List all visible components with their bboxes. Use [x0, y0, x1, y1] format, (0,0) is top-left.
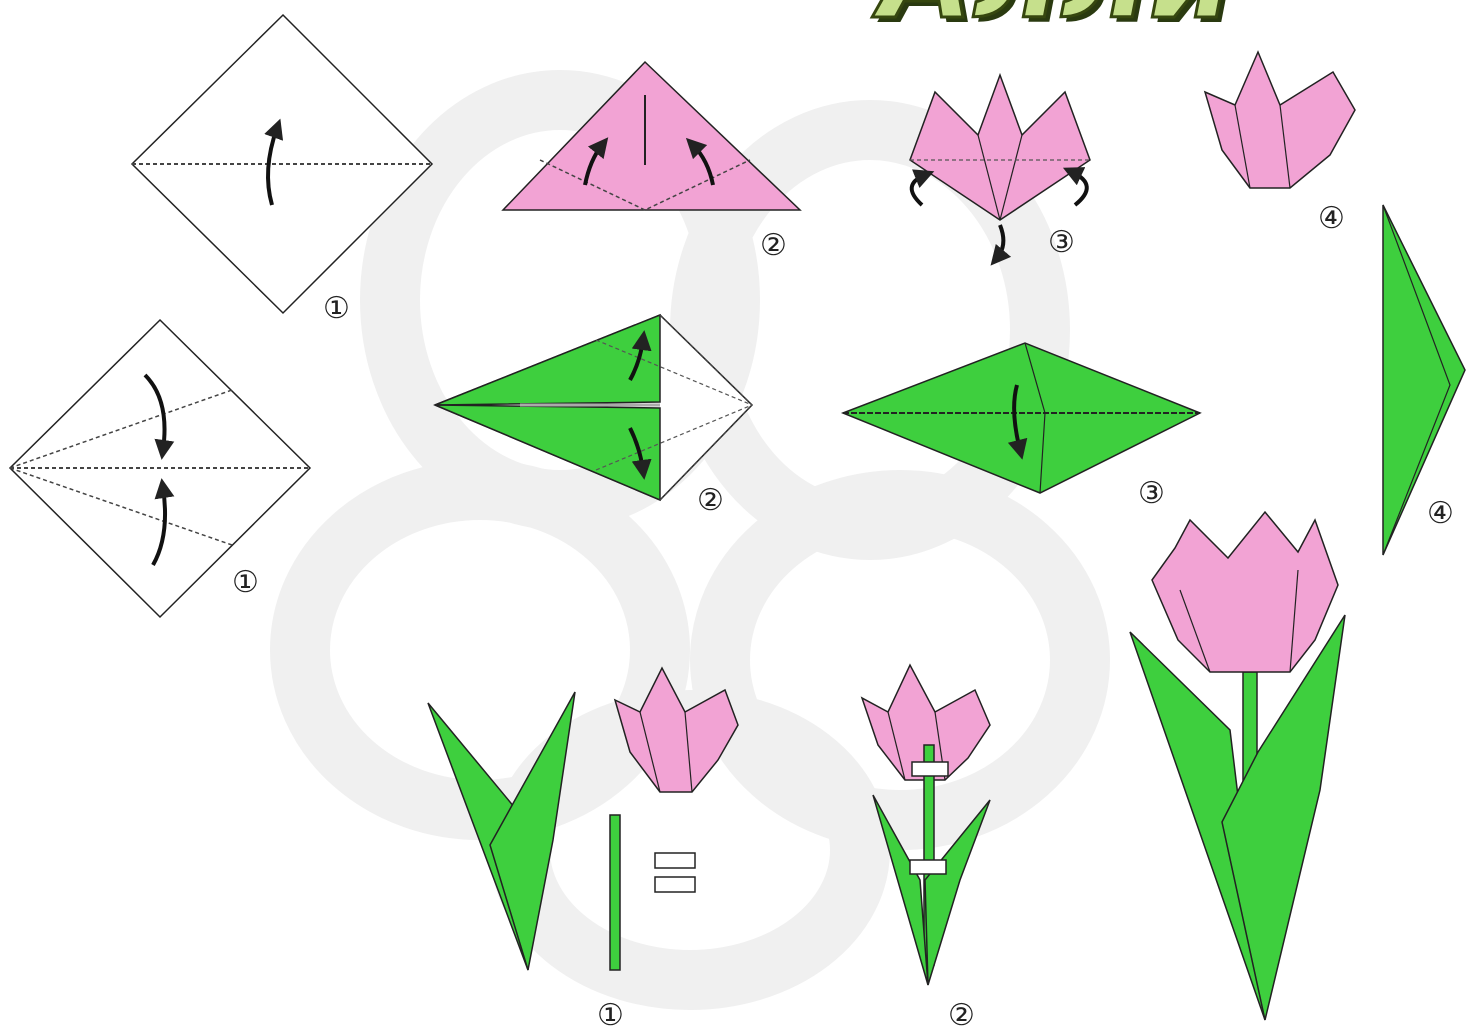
final-tulip: [1130, 512, 1345, 1020]
fold-arrow-icon: [912, 175, 925, 205]
step-number: ①: [323, 291, 350, 326]
leaf-step-4: ④: [1383, 205, 1465, 555]
title: Алли Алли: [872, 0, 1238, 51]
tape-strip-icon: [655, 853, 695, 868]
leaf-step-1: ①: [10, 320, 310, 617]
step-number: ③: [1048, 225, 1075, 260]
step-number: ②: [697, 483, 724, 518]
tape-strip-icon: [655, 877, 695, 892]
tape-strip-icon: [912, 762, 948, 776]
step-number: ①: [597, 998, 624, 1033]
title-text: Алли: [872, 0, 1233, 46]
flower-step-4: ④: [1205, 52, 1355, 236]
stem: [610, 815, 620, 970]
step-number: ①: [232, 565, 259, 600]
tape-strip-icon: [910, 860, 946, 874]
step-number: ②: [760, 228, 787, 263]
step-number: ②: [948, 998, 975, 1033]
step-number: ④: [1318, 201, 1345, 236]
fold-arrow-icon: [1072, 172, 1087, 205]
step-number: ③: [1138, 476, 1165, 511]
step-number: ④: [1427, 496, 1454, 531]
